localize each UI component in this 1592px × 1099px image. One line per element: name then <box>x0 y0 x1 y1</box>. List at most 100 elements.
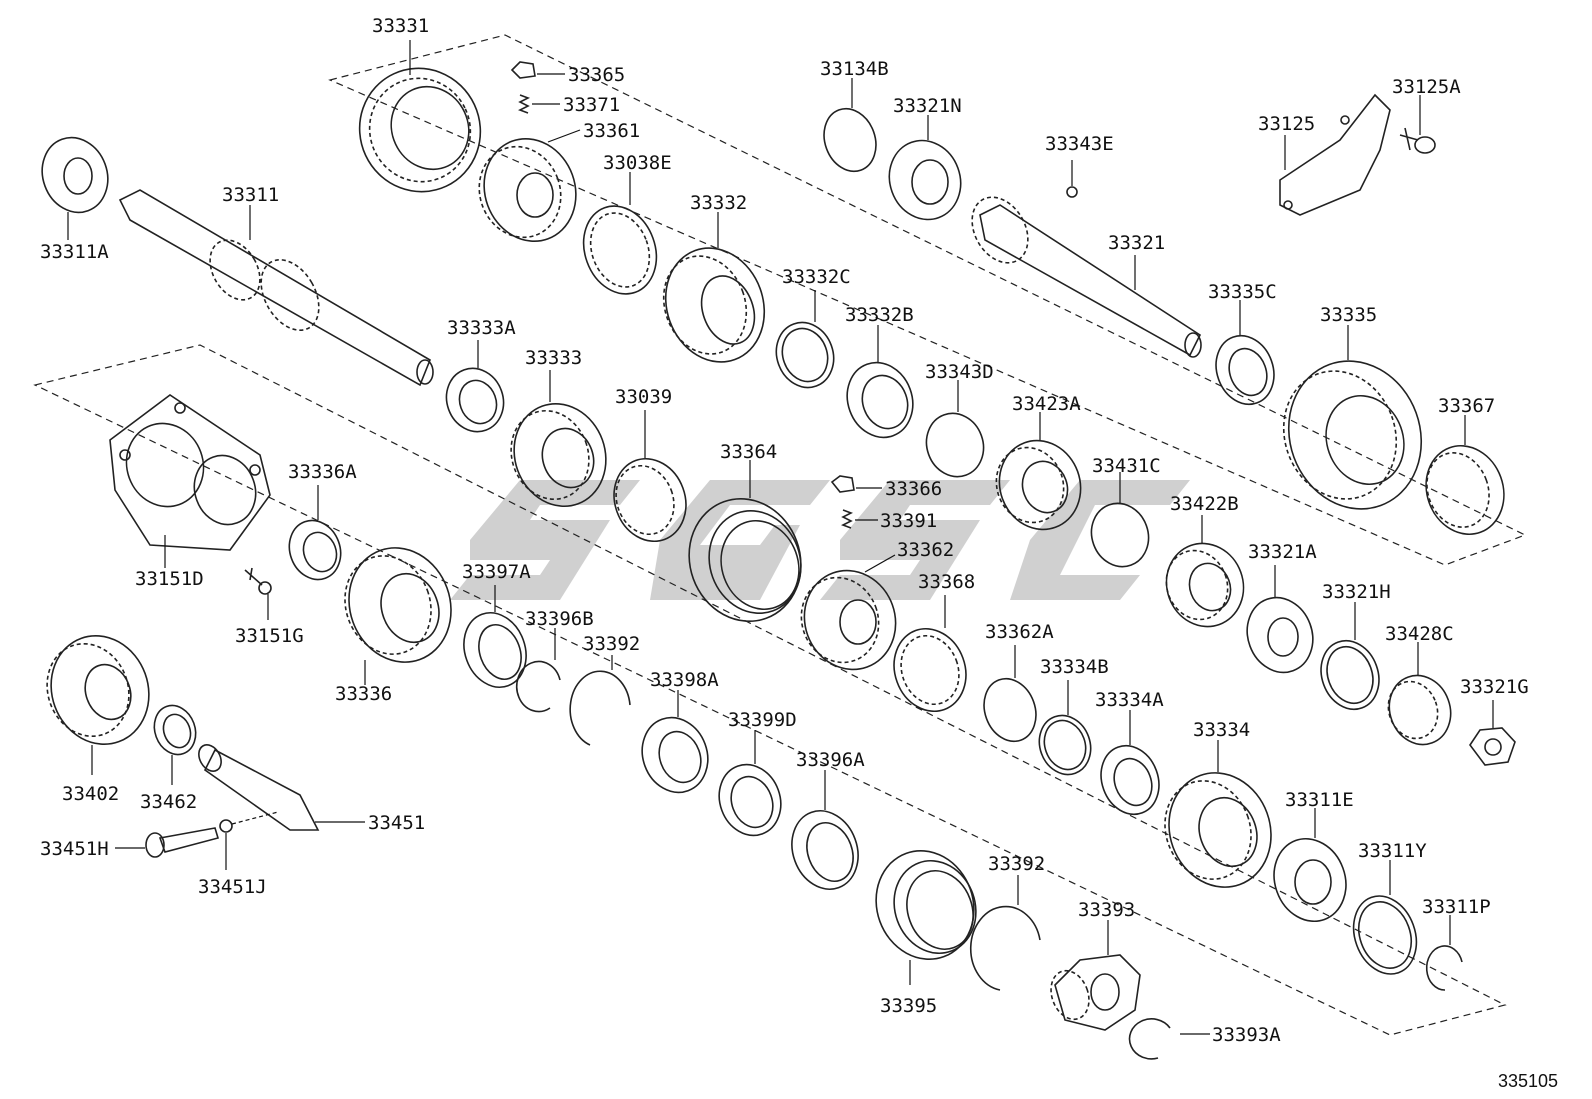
label-33423A: 33423A <box>1012 393 1081 415</box>
label-33039: 33039 <box>615 386 672 408</box>
label-33321A: 33321A <box>1248 541 1317 563</box>
part-33393A: 33393A <box>1128 1018 1281 1060</box>
part-33431C: 33431C <box>1090 455 1161 568</box>
part-33332C: 33332C <box>775 266 851 389</box>
label-33335C: 33335C <box>1208 281 1277 303</box>
label-33361: 33361 <box>583 120 640 142</box>
label-33151G: 33151G <box>235 625 304 647</box>
label-33334: 33334 <box>1193 719 1250 741</box>
part-33395: 33395 <box>875 849 977 1017</box>
part-33335C: 33335C <box>1208 281 1277 406</box>
part-33451: 33451 <box>198 744 425 834</box>
label-33334B: 33334B <box>1040 656 1109 678</box>
label-33331: 33331 <box>372 15 429 37</box>
part-33371: 33371 <box>518 94 620 116</box>
part-33451J: 33451J <box>198 811 279 898</box>
label-33362A: 33362A <box>985 621 1054 643</box>
label-33451H: 33451H <box>40 838 109 860</box>
label-33335: 33335 <box>1320 304 1377 326</box>
part-33402: 33402 <box>46 634 150 805</box>
part-33336: 33336 <box>335 547 452 705</box>
part-33393: 33393 <box>1050 899 1141 1031</box>
label-33397A: 33397A <box>462 561 531 583</box>
label-33332B: 33332B <box>845 304 914 326</box>
label-33333A: 33333A <box>447 317 516 339</box>
label-33311Y: 33311Y <box>1358 840 1427 862</box>
part-33311P: 33311P <box>1422 896 1491 991</box>
label-33451: 33451 <box>368 812 425 834</box>
label-33366: 33366 <box>885 478 942 500</box>
part-33462: 33462 <box>140 704 197 813</box>
label-33336: 33336 <box>335 683 392 705</box>
label-33393: 33393 <box>1078 899 1135 921</box>
label-33422B: 33422B <box>1170 493 1239 515</box>
part-33321H: 33321H <box>1320 581 1391 711</box>
label-33398A: 33398A <box>650 669 719 691</box>
part-33125: 33125 <box>1258 93 1391 216</box>
part-33367: 33367 <box>1425 395 1505 536</box>
label-33321: 33321 <box>1108 232 1165 254</box>
label-33396B: 33396B <box>525 608 594 630</box>
part-33311Y: 33311Y <box>1352 840 1427 975</box>
upper-assembly-zone <box>328 34 1527 566</box>
part-33332: 33332 <box>662 192 766 363</box>
label-33311E: 33311E <box>1285 789 1354 811</box>
label-33399D: 33399D <box>728 709 797 731</box>
label-33343E: 33343E <box>1045 133 1114 155</box>
part-33321N: 33321N <box>888 95 962 221</box>
part-33335: 33335 <box>1282 304 1423 510</box>
label-33391: 33391 <box>880 510 937 532</box>
part-33366: 33366 <box>830 475 942 500</box>
label-33368: 33368 <box>918 571 975 593</box>
part-33343D: 33343D <box>925 361 994 478</box>
label-33392: 33392 <box>583 633 640 655</box>
part-33038E: 33038E <box>582 152 672 295</box>
part-33428C: 33428C <box>1385 623 1454 746</box>
part-33321A: 33321A <box>1246 541 1317 674</box>
part-33331: 33331 <box>358 15 482 193</box>
label-33321H: 33321H <box>1322 581 1391 603</box>
part-33333: 33333 <box>510 347 607 508</box>
label-33125A: 33125A <box>1392 76 1461 98</box>
label-33134B: 33134B <box>820 58 889 80</box>
label-33332C: 33332C <box>782 266 851 288</box>
part-33333A: 33333A <box>445 317 516 433</box>
part-33423A: 33423A <box>995 393 1082 531</box>
part-33311: 33311 <box>118 184 434 387</box>
label-33151D: 33151D <box>135 568 204 590</box>
label-33364: 33364 <box>720 441 777 463</box>
label-33038E: 33038E <box>603 152 672 174</box>
part-33396A: 33396A <box>791 749 865 890</box>
label-33371: 33371 <box>563 94 620 116</box>
label-33125: 33125 <box>1258 113 1315 135</box>
label-33362: 33362 <box>897 539 954 561</box>
part-33392: 33392 <box>569 633 640 746</box>
part-33364: 33364 <box>688 441 802 623</box>
part-33391: 33391 <box>841 509 937 532</box>
part-33392-b: 33392 <box>969 853 1045 991</box>
label-33367: 33367 <box>1438 395 1495 417</box>
part-33336A: 33336A <box>288 461 357 581</box>
part-33398A: 33398A <box>641 669 719 794</box>
part-33397A: 33397A <box>462 561 531 688</box>
part-33396B: 33396B <box>515 608 594 713</box>
label-33393A: 33393A <box>1212 1024 1281 1046</box>
label-33451J: 33451J <box>198 876 267 898</box>
part-33343E: 33343E <box>1045 133 1114 198</box>
label-33365: 33365 <box>568 64 625 86</box>
watermark-logo <box>450 480 1190 600</box>
part-33334B: 33334B <box>1038 656 1109 776</box>
lower-assembly-zone <box>33 344 1507 1036</box>
part-33365: 33365 <box>510 61 625 86</box>
label-33396A: 33396A <box>796 749 865 771</box>
part-33361: 33361 <box>478 120 640 243</box>
part-33151D: 33151D <box>109 394 271 590</box>
part-33362A: 33362A <box>983 621 1054 743</box>
label-33462: 33462 <box>140 791 197 813</box>
part-33332B: 33332B <box>845 304 914 439</box>
label-33321N: 33321N <box>893 95 962 117</box>
part-33125A: 33125A <box>1392 76 1461 154</box>
part-33311E: 33311E <box>1273 789 1354 923</box>
label-33321G: 33321G <box>1460 676 1529 698</box>
